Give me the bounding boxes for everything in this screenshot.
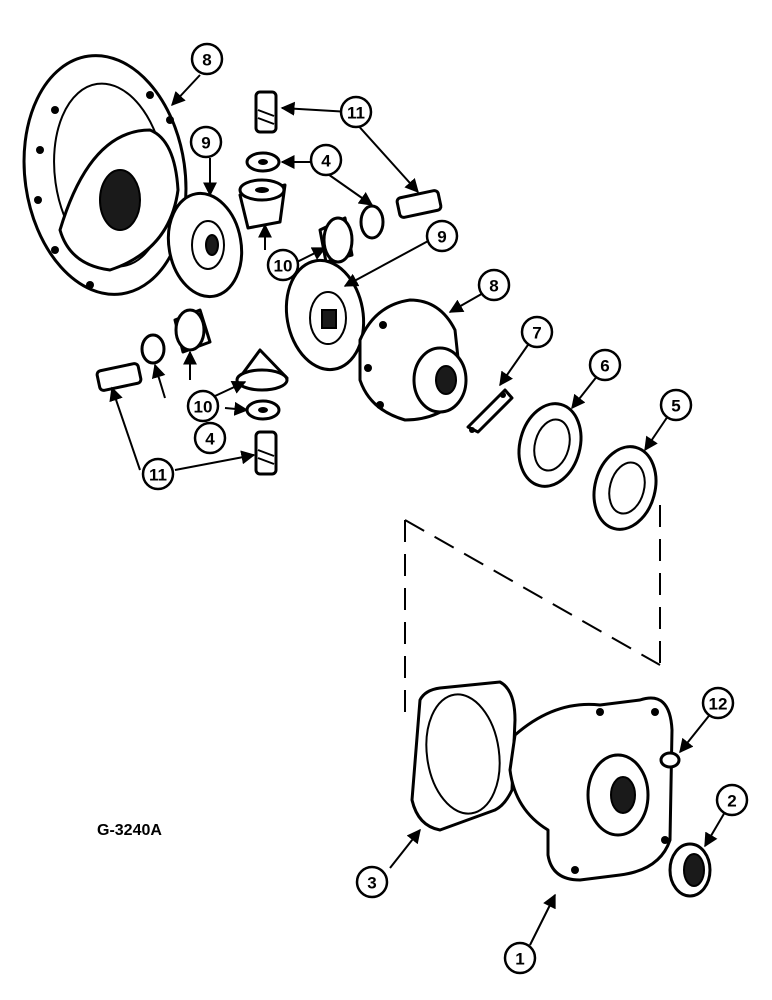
callout-3: 3 — [355, 865, 389, 899]
svg-text:2: 2 — [727, 792, 736, 811]
callout-5: 5 — [659, 388, 693, 422]
callout-8-right: 8 — [477, 268, 511, 302]
thrust-washer-right — [359, 204, 385, 240]
thrust-washer-left — [140, 333, 166, 365]
svg-text:6: 6 — [600, 357, 609, 376]
svg-text:9: 9 — [437, 228, 446, 247]
svg-text:11: 11 — [347, 104, 365, 123]
callout-10-lower: 10 — [186, 389, 220, 423]
o-ring — [659, 751, 681, 769]
svg-text:10: 10 — [274, 257, 293, 276]
svg-text:4: 4 — [205, 430, 215, 449]
figure-reference: G-3240A — [97, 822, 162, 839]
pinion-gear-right — [318, 216, 354, 264]
callout-2: 2 — [715, 783, 749, 817]
callout-7: 7 — [520, 315, 554, 349]
bearing-carrier — [508, 696, 674, 882]
callout-11-upper: 11 — [339, 95, 373, 129]
dashed-alignment-outline — [404, 505, 661, 715]
svg-text:4: 4 — [321, 152, 331, 171]
callout-8-upper: 8 — [190, 42, 224, 76]
svg-text:5: 5 — [671, 397, 680, 416]
bearing-inner — [517, 402, 583, 488]
thrust-washer-top — [245, 151, 281, 173]
leader-lines — [109, 74, 726, 946]
side-gear-center — [284, 258, 366, 372]
callout-4-upper: 4 — [309, 143, 343, 177]
callout-6: 6 — [588, 348, 622, 382]
svg-text:10: 10 — [194, 398, 213, 417]
svg-text:8: 8 — [202, 51, 211, 70]
callout-1: 1 — [503, 941, 537, 975]
cross-shaft-pin-top — [254, 90, 278, 134]
callout-10-upper: 10 — [266, 248, 300, 282]
svg-text:3: 3 — [367, 874, 376, 893]
callout-9-center: 9 — [425, 219, 459, 253]
pinion-gear-top — [238, 178, 287, 230]
callout-9-upper: 9 — [189, 125, 223, 159]
cross-shaft-pin-left — [95, 362, 143, 392]
svg-text:9: 9 — [201, 134, 210, 153]
pinion-gear-left — [173, 308, 212, 354]
svg-text:11: 11 — [149, 466, 167, 485]
thrust-washer-bottom — [245, 399, 281, 421]
pinion-gear-bottom — [235, 348, 289, 392]
bearing-outer — [592, 445, 658, 531]
svg-text:8: 8 — [489, 277, 498, 296]
carrier-gasket — [410, 680, 517, 832]
differential-case-half-right — [358, 298, 468, 422]
side-gear-upper — [166, 191, 244, 299]
svg-text:1: 1 — [515, 950, 524, 969]
svg-text:12: 12 — [709, 695, 728, 714]
oil-seal — [668, 842, 712, 898]
cross-shaft-pin-bottom — [254, 430, 278, 476]
differential-case-half-left — [22, 54, 188, 296]
lock-plate — [466, 388, 514, 434]
svg-text:7: 7 — [532, 324, 541, 343]
callout-11-lower: 11 — [141, 457, 175, 491]
callout-12: 12 — [701, 686, 735, 720]
callout-4-lower-label: 4 — [193, 421, 227, 455]
cross-shaft-pin-right — [395, 189, 443, 219]
